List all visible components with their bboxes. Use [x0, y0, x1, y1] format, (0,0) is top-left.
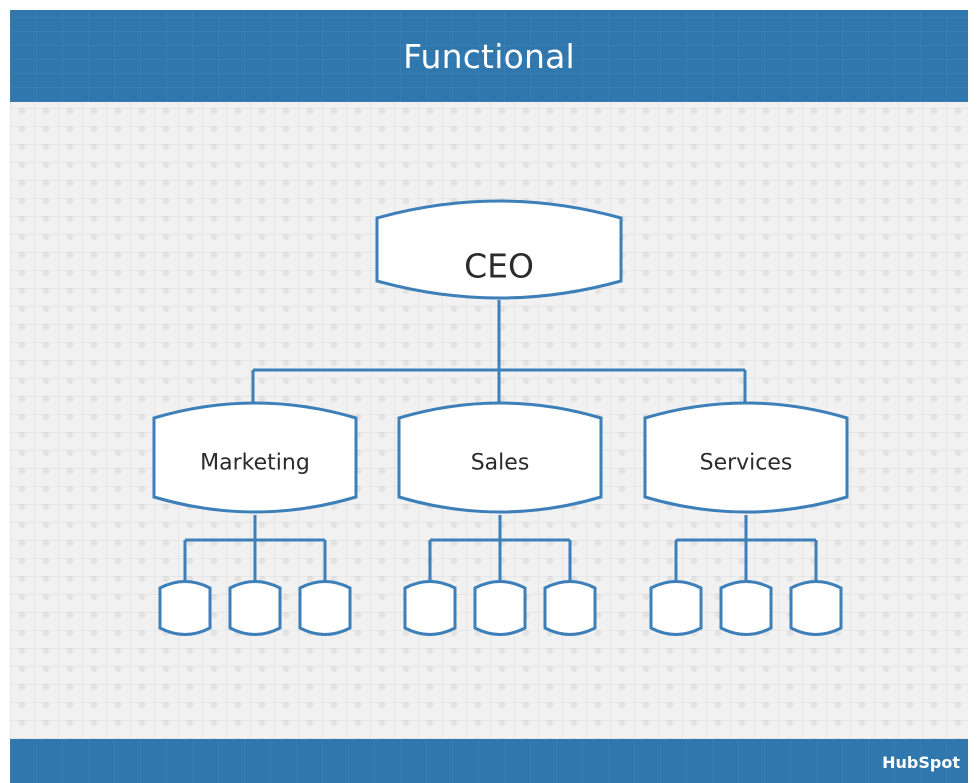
hubspot-logo: HubSpot	[882, 753, 960, 772]
node-services-label: Services	[700, 451, 793, 476]
marketing-sub-units	[158, 580, 352, 636]
footer-bar: HubSpot	[10, 739, 968, 783]
node-services: Services	[643, 401, 849, 514]
title-bar: Functional	[10, 10, 968, 102]
sub-unit-node	[403, 580, 457, 636]
sub-unit-node	[298, 580, 352, 636]
sub-unit-node	[473, 580, 527, 636]
node-ceo: CEO	[375, 199, 623, 300]
marketing-sub-connectors	[183, 515, 327, 582]
sub-unit-node	[719, 580, 773, 636]
sub-unit-node	[228, 580, 282, 636]
node-marketing-label: Marketing	[200, 451, 310, 476]
services-sub-units	[649, 580, 843, 636]
node-sales: Sales	[397, 401, 603, 514]
slide-title: Functional	[403, 36, 575, 76]
sub-unit-node	[543, 580, 597, 636]
sub-unit-node	[649, 580, 703, 636]
services-sub-connectors	[674, 515, 818, 582]
node-sales-label: Sales	[471, 451, 530, 476]
node-ceo-label: CEO	[464, 247, 534, 286]
sub-unit-node	[158, 580, 212, 636]
sub-unit-node	[789, 580, 843, 636]
sales-sub-units	[403, 580, 597, 636]
sales-sub-connectors	[428, 515, 572, 582]
node-marketing: Marketing	[152, 401, 358, 514]
